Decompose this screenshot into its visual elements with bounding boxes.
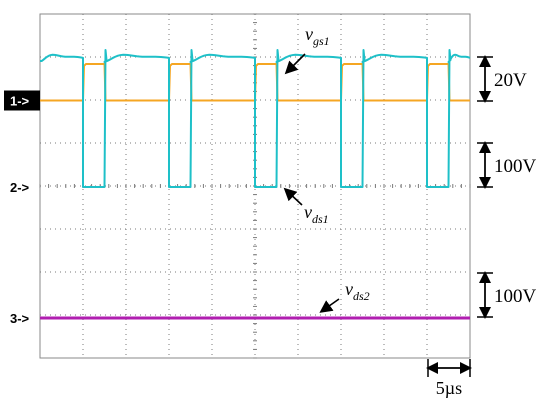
- channel-markers: 1-> 2-> 3->: [4, 90, 40, 326]
- traces: [39, 49, 471, 320]
- vds1-arrow: [283, 187, 303, 206]
- scale-100v-ch2-label: 100V: [494, 156, 537, 177]
- vgs1-label: vgs1: [305, 24, 330, 48]
- trace-channel-2: [39, 49, 471, 188]
- channel-marker-1: 1->: [10, 94, 30, 109]
- vds1-label: vds1: [304, 202, 329, 226]
- vds2-label: vds2: [345, 279, 370, 303]
- vgs1-arrow: [284, 53, 306, 75]
- scale-20v-label: 20V: [494, 70, 527, 91]
- channel-marker-3: 3->: [10, 311, 30, 326]
- annotations: vgs1 vds1 vds2: [283, 24, 370, 313]
- vds2-arrow: [319, 298, 340, 313]
- time-scale-label: 5µs: [436, 378, 462, 398]
- scale-100v-ch3-label: 100V: [494, 286, 537, 307]
- channel-marker-bg: [4, 90, 40, 111]
- channel-marker-2: 2->: [10, 180, 30, 195]
- scale-bars: 20V 100V 100V 5µs: [426, 55, 537, 398]
